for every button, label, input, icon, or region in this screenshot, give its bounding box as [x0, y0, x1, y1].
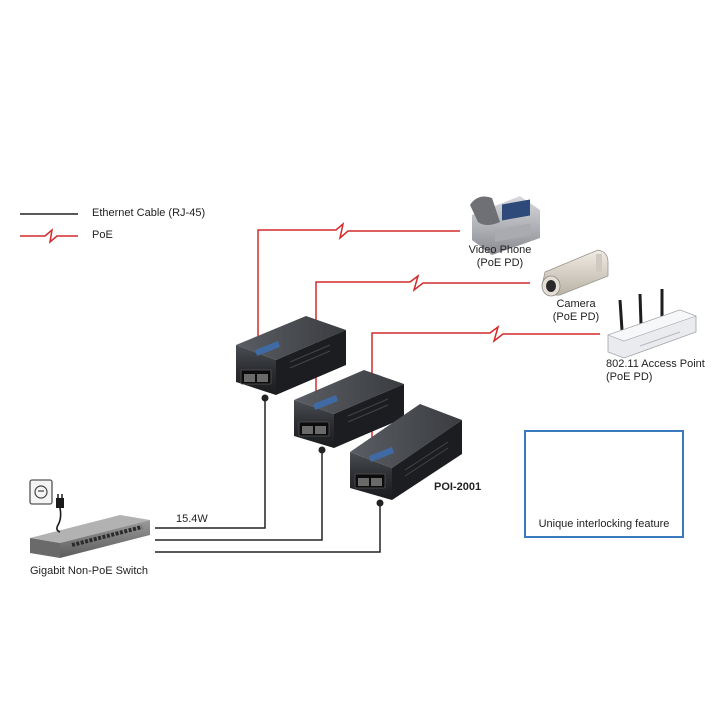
cable-joint-3 — [376, 499, 384, 507]
ethernet-cable-3 — [155, 503, 381, 553]
poe-legend-line — [20, 228, 78, 244]
switch-label: Gigabit Non-PoE Switch — [30, 565, 148, 577]
poe-injector-3 — [350, 404, 462, 500]
access-point-label: 802.11 Access Point (PoE PD) — [606, 358, 705, 384]
poe-cable-access-point — [371, 325, 600, 460]
access-point-type: (PoE PD) — [606, 371, 653, 383]
video-phone-label: Video Phone (PoE PD) — [460, 244, 540, 270]
ethernet-cable-2 — [155, 450, 323, 541]
ethernet-cable-legend-label: Ethernet Cable (RJ-45) — [92, 207, 206, 219]
poe-cable-video-phone — [257, 221, 460, 340]
poe-cable-camera — [315, 274, 530, 412]
ethernet-cable-1 — [155, 398, 266, 529]
access-point-image — [607, 289, 697, 359]
poe-legend-label: PoE — [92, 229, 113, 241]
poe-injector-2 — [294, 370, 404, 448]
switch-image — [30, 515, 150, 558]
power-outlet-icon — [29, 479, 53, 505]
interlocking-inset: Unique interlocking feature — [524, 430, 684, 538]
legend — [20, 213, 78, 244]
poe-injector-1 — [236, 316, 346, 395]
ethernet-cables — [155, 394, 384, 553]
camera-label: Camera (PoE PD) — [536, 298, 616, 324]
access-point-name: 802.11 Access Point — [606, 358, 705, 370]
camera-type: (PoE PD) — [552, 311, 600, 323]
cable-joint-2 — [318, 446, 326, 454]
video-phone-type: (PoE PD) — [476, 257, 524, 269]
video-phone-name: Video Phone — [468, 244, 532, 256]
inset-caption: Unique interlocking feature — [538, 518, 670, 530]
camera-name: Camera — [556, 298, 596, 310]
cable-joint-1 — [261, 394, 269, 402]
injector-model-label: POI-2001 — [434, 481, 482, 493]
video-phone-image — [470, 196, 540, 255]
power-label: 15.4W — [176, 513, 208, 525]
poe-cables — [257, 221, 600, 460]
camera-image — [541, 249, 609, 297]
power-cord — [56, 494, 64, 533]
